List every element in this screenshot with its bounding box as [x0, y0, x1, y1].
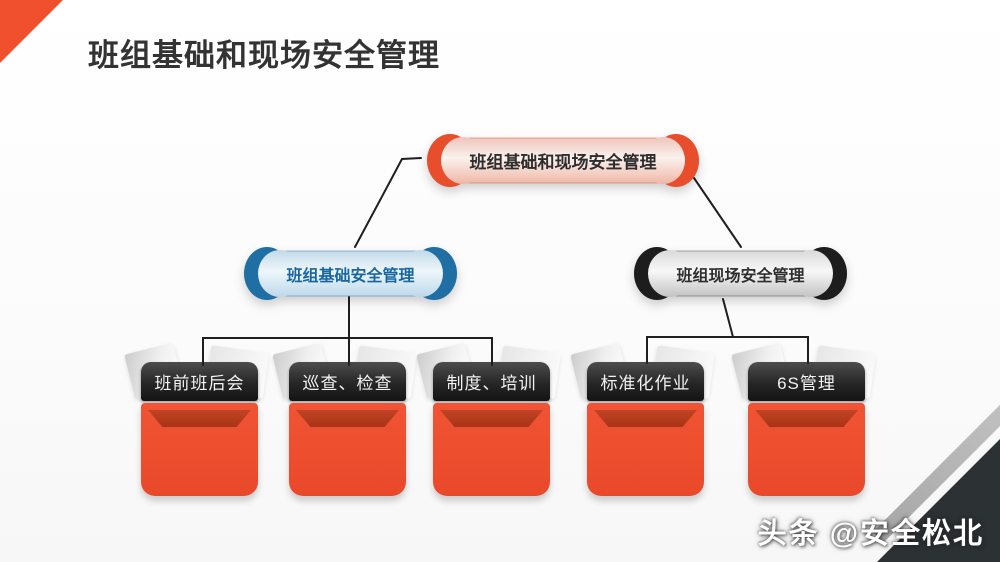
connector-blue-to-leaves — [202, 296, 493, 366]
root-node-label: 班组基础和现场安全管理 — [469, 153, 657, 172]
leaf-box-header: 6S管理 — [748, 362, 865, 401]
leaf-box-body — [141, 403, 258, 496]
leaf-box-header: 班前班后会 — [141, 362, 258, 401]
branch-node-site-safety: 班组现场安全管理 — [627, 246, 854, 301]
leaf-box-body — [748, 403, 865, 496]
branch-node-label-site: 班组现场安全管理 — [676, 267, 805, 285]
leaf-box-body — [289, 403, 406, 496]
corner-triangle-bottom-right — [877, 439, 1000, 562]
leaf-box-rules-training: 制度、培训 — [416, 342, 561, 496]
root-node-capsule — [427, 134, 699, 187]
folder-flap — [594, 410, 697, 427]
folder-flap — [148, 410, 251, 427]
watermark-text: 头条 @安全松北 — [757, 518, 984, 550]
leaf-box-inspection: 巡查、检查 — [272, 342, 417, 496]
leaf-box-label: 巡查、检查 — [302, 374, 393, 393]
leaf-box-label: 6S管理 — [777, 374, 836, 393]
folder-flap — [296, 410, 399, 427]
connector-dark-to-leaves — [646, 298, 809, 364]
leaf-box-body — [433, 403, 550, 496]
branch-node-capsule-dark — [634, 247, 847, 300]
leaf-box-header: 标准化作业 — [587, 362, 704, 401]
leaf-box-body — [587, 403, 704, 496]
root-node: 班组基础和现场安全管理 — [420, 133, 706, 188]
folder-flap — [755, 410, 858, 427]
page-title: 班组基础和现场安全管理 — [88, 38, 440, 73]
connector-root-to-blue — [354, 157, 422, 248]
connector-root-to-dark — [693, 177, 742, 248]
branch-node-capsule-blue — [244, 247, 457, 300]
leaf-box-6s-management: 6S管理 — [731, 342, 876, 496]
folder-flap — [440, 410, 543, 427]
leaf-box-label: 制度、培训 — [446, 374, 537, 393]
leaf-box-header: 制度、培训 — [433, 362, 550, 401]
leaf-box-label: 班前班后会 — [154, 374, 245, 393]
leaf-box-header: 巡查、检查 — [289, 362, 406, 401]
leaf-box-label: 标准化作业 — [600, 374, 691, 393]
branch-node-label-basic: 班组基础安全管理 — [286, 267, 415, 285]
corner-triangle-top-left — [0, 0, 63, 63]
leaf-box-pre-post-meeting: 班前班后会 — [124, 342, 269, 496]
branch-node-basic-safety: 班组基础安全管理 — [237, 246, 464, 301]
leaf-box-standardized-work: 标准化作业 — [570, 342, 715, 496]
